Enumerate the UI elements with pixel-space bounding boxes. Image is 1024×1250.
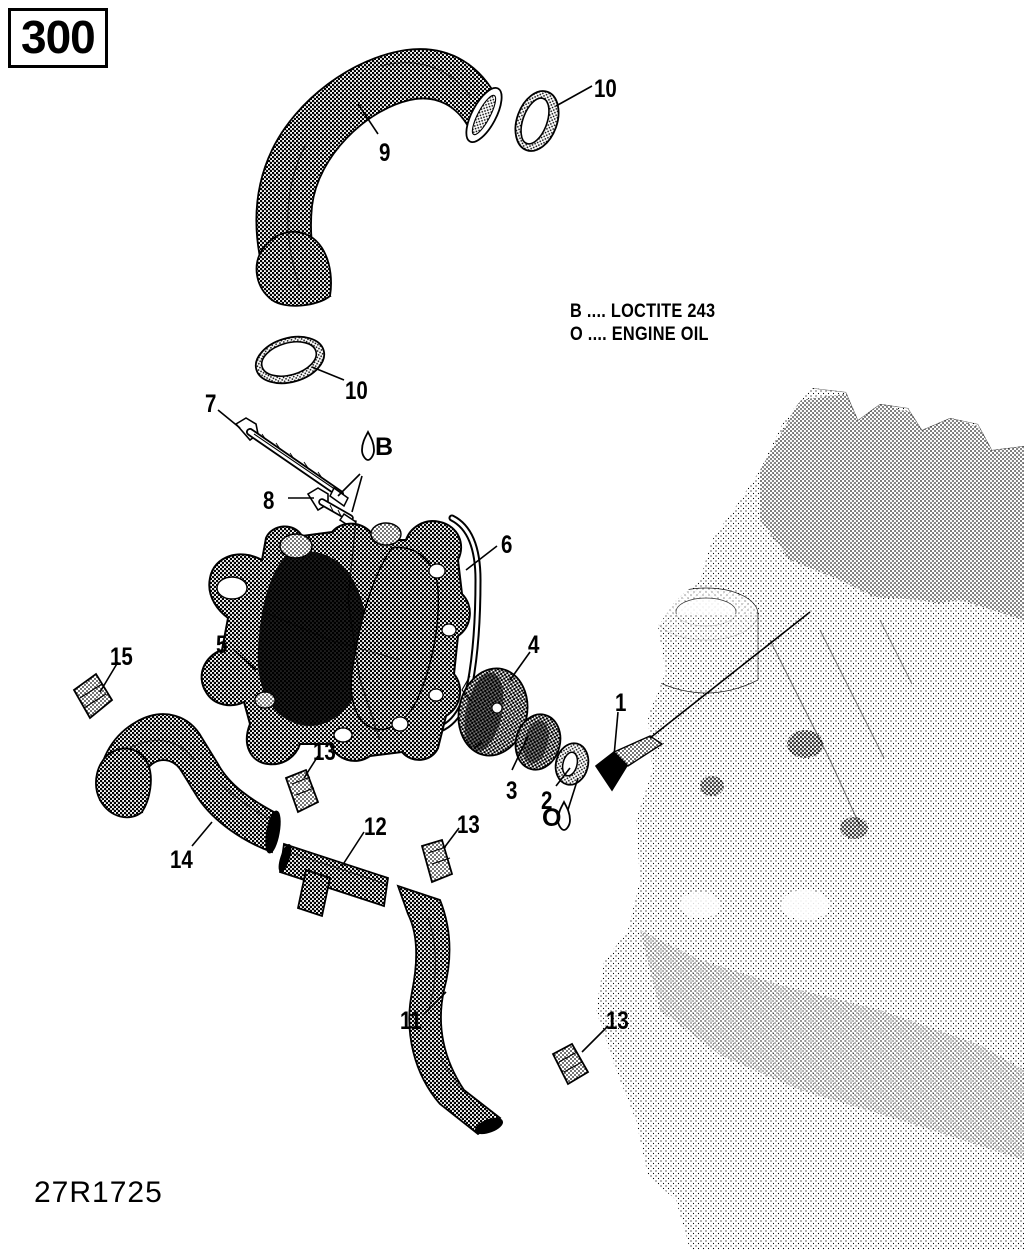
droplet-glyph-engine-oil (557, 799, 571, 831)
callout-1: 1 (615, 689, 627, 717)
callout-13-c: 13 (606, 1007, 629, 1035)
callout-10-a: 10 (594, 75, 617, 103)
coolant-hose-14 (95, 713, 281, 854)
coolant-hose-upper (255, 48, 503, 307)
callout-12: 12 (364, 813, 387, 841)
callout-8: 8 (263, 487, 275, 515)
callout-leaders (99, 85, 619, 1053)
hose-clamp-15 (72, 672, 114, 720)
hose-clamp-13-c (551, 1042, 590, 1086)
callout-7: 7 (205, 390, 217, 418)
screw-short (306, 487, 358, 530)
hose-clamp-13-a (284, 768, 320, 814)
callout-14: 14 (170, 846, 193, 874)
callout-6: 6 (501, 531, 513, 559)
callout-13-a: 13 (313, 738, 336, 766)
callout-11: 11 (400, 1007, 422, 1035)
screw-long (234, 417, 349, 508)
pump-cover (514, 713, 562, 771)
callout-2: 2 (541, 787, 553, 815)
legend-row-loctite: B .... LOCTITE 243 (570, 301, 716, 322)
callout-5: 5 (216, 631, 228, 659)
coolant-hose-11 (396, 884, 504, 1136)
mechanical-seal (554, 742, 590, 786)
droplet-glyph-loctite (361, 429, 375, 461)
loctite-marker-B-label: B (375, 433, 394, 461)
callout-13-b: 13 (457, 811, 480, 839)
tee-connector (278, 842, 389, 918)
callout-15: 15 (110, 643, 133, 671)
callout-3: 3 (506, 777, 518, 805)
hose-clamp-13-b (420, 838, 454, 884)
engine-block-ghost (596, 388, 1024, 1250)
drawing-number: 27R1725 (34, 1176, 163, 1209)
engine-oil-marker-O-label: O (542, 804, 562, 832)
callout-10-b: 10 (345, 377, 368, 405)
callout-9: 9 (379, 139, 391, 167)
model-badge: 300 (8, 8, 108, 68)
pump-shaft (594, 611, 811, 792)
hose-clamp-upper-a (514, 90, 560, 152)
hose-clamp-upper-b (254, 335, 326, 385)
legend: B .... LOCTITE 243 O .... ENGINE OIL (570, 300, 739, 346)
legend-row-engine-oil: O .... ENGINE OIL (570, 324, 709, 345)
callout-4: 4 (528, 631, 540, 659)
water-pump-housing (200, 519, 471, 766)
loctite-marker-leaders (337, 473, 363, 513)
